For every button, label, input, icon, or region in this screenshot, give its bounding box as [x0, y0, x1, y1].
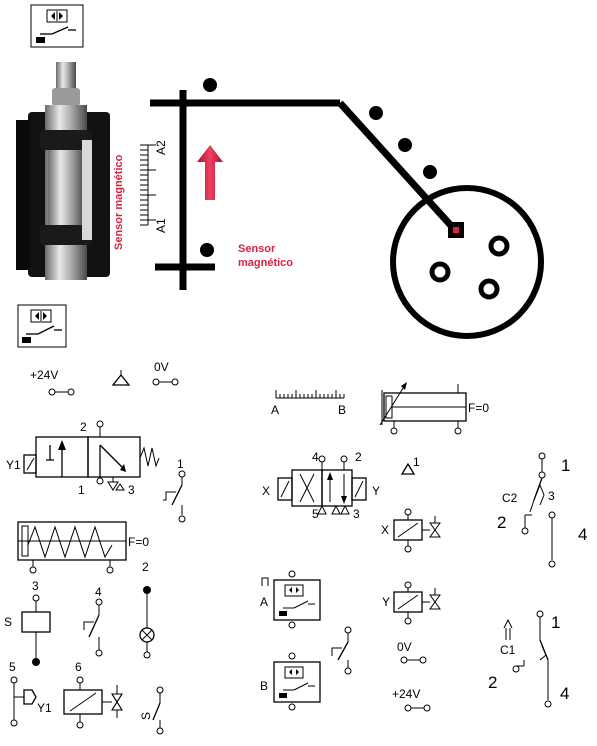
solenoid-y-label: Y [382, 595, 390, 609]
contact-middle [331, 626, 352, 675]
label-6: 6 [75, 660, 82, 674]
solenoid-x: X [381, 508, 441, 553]
power-terminals-left: +24V 0V [30, 360, 179, 396]
pushbutton-1: 1 [163, 457, 186, 523]
valve-3-2-left: Y1 2 1 3 [6, 420, 160, 497]
valve-port-5-mid: 5 [312, 507, 319, 521]
sensor-b-label: B [260, 679, 268, 693]
scale-label-a1: A1 [154, 218, 168, 233]
switch-c1-c1: C1 [500, 643, 516, 657]
valve-port-3: 3 [128, 483, 135, 497]
valve-port-3-mid: 3 [353, 507, 360, 521]
lamp-2: 2 [139, 560, 155, 659]
solenoid-x-label: X [381, 523, 389, 537]
switch-c2-n2: 2 [497, 513, 506, 532]
cylinder-force-right: F=0 [468, 401, 489, 415]
switch-c2: 1 C2 3 2 4 [497, 452, 587, 568]
zero-v-label: 0V [154, 360, 169, 374]
path-sensor-label-2: magnético [238, 257, 293, 269]
sensor-symbol-left [17, 304, 67, 348]
plus24v-mid-label: +24V [392, 687, 420, 701]
switch-c2-n3: 3 [548, 489, 555, 503]
path-diagram: Sensor magnético [150, 78, 544, 339]
valve-5-2-middle: X Y 4 2 5 3 [262, 450, 380, 521]
spring-cylinder-force: F=0 [128, 535, 149, 549]
switch-c2-n4: 4 [578, 525, 587, 544]
ruler-ab: A B [271, 390, 346, 417]
ruler-b-label: B [338, 403, 346, 417]
spring-cylinder: F=0 [17, 521, 149, 574]
sensor-a: A [260, 570, 321, 629]
plus24v-label: +24V [30, 368, 58, 382]
cylinder-photo: Sensor magnético [16, 62, 125, 280]
relay-s: 3 S [4, 579, 51, 666]
valve-y-label: Y [372, 484, 380, 498]
sensor-vertical-label: Sensor magnético [113, 154, 125, 250]
scale-label-a2: A2 [154, 140, 168, 155]
exhaust-1-label: 1 [413, 455, 420, 469]
sensor-b: B [260, 652, 321, 711]
switch-c2-n1: 1 [561, 456, 570, 475]
valve-port-2-mid: 2 [355, 450, 362, 464]
valve-y1-label: Y1 [6, 458, 21, 472]
contact-4: 4 [83, 585, 103, 657]
pushbutton-1-label: 1 [177, 457, 184, 471]
valve-x-label: X [262, 484, 270, 498]
double-acting-cylinder: F=0 [379, 382, 489, 435]
exhaust-1: 1 [400, 455, 420, 475]
switch-c2-c2: C2 [502, 491, 518, 505]
switch-c1-n4: 4 [560, 684, 569, 703]
scale-ruler: A2 A1 [140, 140, 168, 233]
label-5: 5 [9, 660, 16, 674]
relay-port-3: 3 [32, 579, 39, 593]
valve-port-2: 2 [80, 420, 87, 434]
bottom-left-row: 5 Y1 6 S [9, 660, 164, 735]
valve-port-4-mid: 4 [312, 450, 319, 464]
switch-c1: 1 C1 2 4 [488, 610, 569, 708]
solenoid-y: Y [382, 581, 441, 625]
switch-c1-n2: 2 [488, 673, 497, 692]
sensor-symbol-top [30, 4, 84, 48]
label-s-bottom: S [139, 712, 153, 720]
valve-port-1: 1 [78, 483, 85, 497]
contact-4-label: 4 [95, 585, 102, 599]
lamp-2-label: 2 [142, 560, 149, 574]
sensor-a-label: A [260, 595, 268, 609]
zero-v-mid-label: 0V [397, 640, 412, 654]
power-terminals-mid: 0V +24V [392, 640, 431, 712]
switch-c1-n1: 1 [551, 613, 560, 632]
red-arrow-icon [197, 145, 223, 200]
label-y1-bottom: Y1 [37, 701, 52, 715]
ruler-a-label: A [271, 403, 279, 417]
relay-s-label: S [4, 615, 12, 629]
path-sensor-label-1: Sensor [238, 243, 276, 255]
